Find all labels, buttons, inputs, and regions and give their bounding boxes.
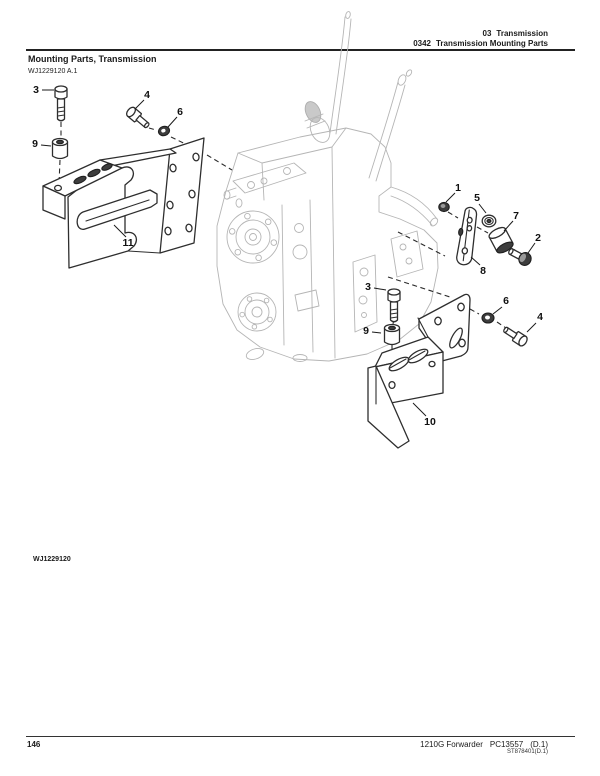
callout-11: 11	[122, 237, 133, 249]
bushing-7	[488, 226, 514, 254]
section-name: Transmission	[496, 29, 548, 38]
section-number: 03	[482, 29, 492, 38]
callout-6-lower: 6	[503, 295, 509, 307]
callout-9-upper: 9	[32, 138, 38, 150]
header-section: 03 Transmission	[413, 29, 548, 39]
bolt-4-lower	[503, 326, 528, 347]
bolt-3-lower	[387, 288, 401, 323]
nut-1	[438, 201, 450, 213]
callout-2: 2	[535, 232, 541, 244]
callout-8: 8	[480, 265, 486, 277]
footer-rule	[26, 736, 575, 737]
bolt-2	[508, 248, 532, 266]
bolt-3-upper	[54, 85, 68, 122]
callout-1: 1	[455, 182, 461, 194]
figure-code: WJ1229120 A.1	[28, 68, 78, 75]
callout-6-upper: 6	[177, 106, 183, 118]
callout-9-lower: 9	[363, 325, 369, 337]
bushing-9-lower	[383, 323, 401, 346]
callouts: 3 4 6 9 11 1 5 7 2 8 3 9 6 4	[32, 84, 543, 428]
callout-4-upper: 4	[144, 89, 150, 101]
footer-right: 1210G Forwarder PC13557 (D.1)	[420, 740, 548, 749]
bracket-10	[367, 293, 471, 449]
callout-3-lower: 3	[365, 281, 371, 293]
header-subsection: 0342 Transmission Mounting Parts	[413, 39, 548, 49]
transmission-ghost-drawing	[216, 11, 439, 362]
subsection-number: 0342	[413, 39, 431, 48]
callout-3-upper: 3	[33, 84, 39, 96]
page-number: 146	[27, 740, 41, 749]
footer-drawing-ref: ST878401(D.1)	[506, 749, 548, 755]
page-title: Mounting Parts, Transmission	[28, 54, 157, 64]
washer-6-lower	[481, 312, 495, 324]
footer-model: 1210G Forwarder	[420, 740, 483, 749]
bolt-4-upper	[126, 106, 150, 129]
bracket-11	[42, 137, 205, 269]
figure-label: WJ1229120	[33, 556, 71, 563]
subsection-name: Transmission Mounting Parts	[435, 39, 548, 48]
callout-7: 7	[513, 210, 519, 222]
callout-5: 5	[474, 192, 480, 204]
header: 03 Transmission 0342 Transmission Mounting…	[413, 29, 548, 49]
callout-10: 10	[424, 416, 436, 428]
callout-4-lower: 4	[537, 311, 543, 323]
header-rule	[26, 49, 575, 51]
washer-5	[481, 214, 497, 228]
footer-catalog-number: PC13557	[489, 740, 524, 749]
retainer-strip-8	[456, 206, 478, 266]
footer-revision: (D.1)	[530, 740, 548, 749]
bracket-10-slots	[388, 348, 429, 372]
bushing-9-upper	[51, 137, 69, 160]
washer-6-upper	[157, 125, 171, 137]
